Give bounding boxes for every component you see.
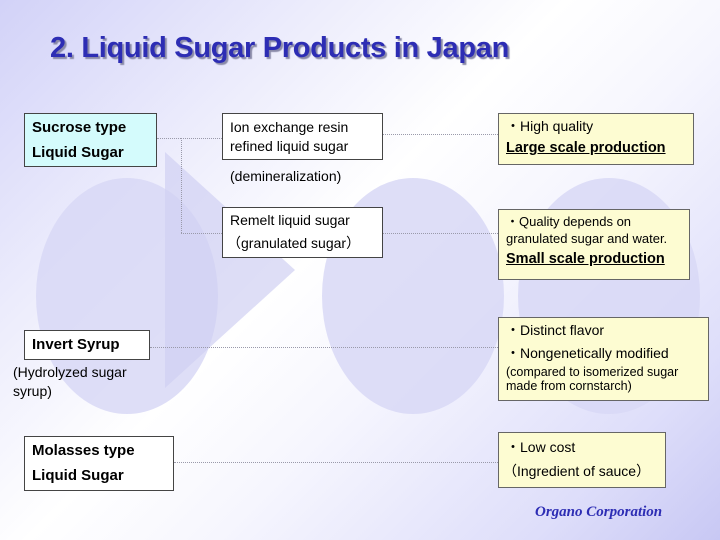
subtype-ion-line2: refined liquid sugar	[230, 138, 349, 154]
feature-remelt-emphasis: Small scale production	[506, 251, 665, 267]
category-molasses-line2: Liquid Sugar	[32, 467, 124, 484]
subtype-remelt-line2: （granulated sugar）	[227, 235, 361, 251]
feature-box-invert: ・Distinct flavor ・Nongenetically modifie…	[498, 317, 709, 401]
feature-invert-bullet2: ・Nongenetically modified	[506, 345, 669, 361]
subtype-remelt-box: Remelt liquid sugar （granulated sugar）	[222, 207, 383, 258]
subtype-remelt-line1: Remelt liquid sugar	[230, 212, 350, 228]
feature-box-molasses: ・Low cost （Ingredient of sauce）	[498, 432, 666, 488]
subtype-ion-exchange-box: Ion exchange resin refined liquid sugar	[222, 113, 383, 160]
connector-sucrose-to-ion	[181, 138, 222, 139]
feature-ion-bullet: ・High quality	[506, 118, 594, 134]
feature-invert-note-line1: (compared to isomerized sugar	[506, 365, 679, 379]
category-invert-box: Invert Syrup	[24, 330, 150, 360]
subtype-ion-note: (demineralization)	[230, 168, 342, 184]
category-sucrose-box: Sucrose type Liquid Sugar	[24, 113, 157, 167]
feature-box-ion: ・High quality Large scale production	[498, 113, 694, 165]
footer-company-name: Organo Corporation	[535, 504, 663, 520]
feature-remelt-bullet: ・Quality depends on	[506, 214, 632, 229]
connector-ion-to-feature	[383, 134, 498, 135]
feature-molasses-bullet1: ・Low cost	[506, 439, 576, 455]
connector-invert-to-feature	[150, 347, 498, 348]
category-molasses-box: Molasses type Liquid Sugar	[24, 436, 174, 491]
connector-molasses-to-feature	[174, 462, 498, 463]
feature-remelt-bullet-cont: granulated sugar and water.	[506, 231, 668, 246]
category-sucrose-line2: Liquid Sugar	[32, 144, 124, 161]
category-sucrose-line1: Sucrose type	[32, 119, 127, 136]
feature-invert-bullet1: ・Distinct flavor	[506, 322, 605, 338]
feature-molasses-bullet2: （Ingredient of sauce）	[503, 463, 651, 479]
category-molasses-line1: Molasses type	[32, 442, 135, 459]
feature-ion-emphasis: Large scale production	[506, 140, 666, 156]
invert-note-line2: syrup)	[13, 383, 52, 399]
connector-sucrose-vertical	[181, 138, 182, 233]
invert-note-line1: (Hydrolyzed sugar	[13, 364, 127, 380]
feature-invert-note-line2: made from cornstarch)	[506, 379, 632, 393]
background-play-triangle	[165, 152, 295, 388]
slide-title: 2. Liquid Sugar Products in Japan	[50, 32, 509, 64]
connector-remelt-to-feature	[383, 233, 498, 234]
subtype-ion-line1: Ion exchange resin	[230, 119, 349, 135]
category-invert-note: (Hydrolyzed sugar syrup)	[13, 363, 127, 401]
connector-sucrose-to-remelt	[181, 233, 222, 234]
feature-box-remelt: ・Quality depends on granulated sugar and…	[498, 209, 690, 280]
connector-sucrose-branch	[157, 138, 181, 139]
category-invert-label: Invert Syrup	[32, 336, 120, 353]
